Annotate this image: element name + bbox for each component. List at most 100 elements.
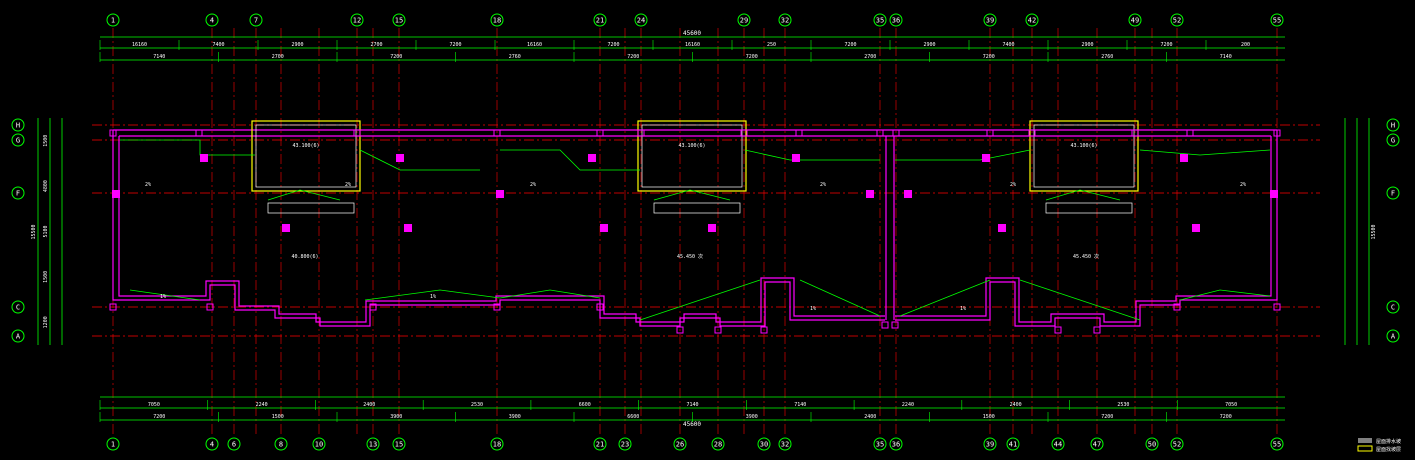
axis-bubble-label: 6: [232, 440, 236, 448]
dimension-value: 7400: [1002, 42, 1014, 48]
left-dimension-chain: 15500: [31, 118, 63, 345]
dimension-value: 7200: [983, 54, 995, 60]
axis-bubble-label: 7: [254, 16, 258, 24]
axis-bubble-label: 18: [493, 16, 501, 24]
room-label-4: 40.800(6): [291, 254, 318, 260]
legend-swatch-yellow: [1357, 445, 1373, 452]
column: [1028, 129, 1036, 137]
slope-label: 1%: [810, 306, 816, 312]
downpipe-markers: [112, 154, 1278, 232]
top-axis-bubble-15: 15: [392, 13, 406, 27]
slope-label: 2%: [1240, 182, 1246, 188]
dimension-value: 2400: [363, 402, 375, 408]
axis-bubble-label: A: [1391, 332, 1396, 340]
axis-bubble-label: 32: [781, 440, 789, 448]
legend-swatch-gray: [1358, 438, 1372, 443]
bottom-axis-bubble-35: 35: [873, 437, 887, 451]
dimension-value: 2530: [471, 402, 483, 408]
room-label-6: 45.450 次: [1073, 253, 1099, 260]
axis-bubble-label: C: [16, 303, 20, 311]
axis-bubble-label: 4: [210, 440, 214, 448]
axis-bubble-label: F: [1391, 189, 1395, 197]
column: [596, 303, 604, 311]
slope-label: 2%: [1010, 182, 1016, 188]
top-axis-bubble-36: 36: [889, 13, 903, 27]
bottom-axis-bubble-55: 55: [1270, 437, 1284, 451]
axis-bubble-label: 8: [279, 440, 283, 448]
column: [1273, 303, 1281, 311]
axis-bubble-label: G: [1391, 136, 1395, 144]
column: [109, 303, 117, 311]
axis-bubble-label: 52: [1173, 440, 1181, 448]
axis-bubble-label: 13: [369, 440, 377, 448]
dimension-value: 16160: [685, 42, 700, 48]
left-axis-bubble-C: C: [11, 300, 25, 314]
column: [195, 129, 203, 137]
dimension-value: 2400: [864, 414, 876, 420]
room-label-3: 43.100(6): [1070, 143, 1097, 149]
slope-label: 2%: [820, 182, 826, 188]
dimension-value: 1500: [272, 414, 284, 420]
slope-label: 2%: [145, 182, 151, 188]
axis-bubble-label: 21: [596, 440, 604, 448]
structural-columns: [109, 129, 1281, 334]
column: [1186, 129, 1194, 137]
dimension-value: 2900: [1081, 42, 1093, 48]
top-axis-bubble-32: 32: [778, 13, 792, 27]
dimension-value: 7200: [746, 54, 758, 60]
bottom-axis-bubble-10: 10: [312, 437, 326, 451]
top-axis-bubble-52: 52: [1170, 13, 1184, 27]
right-dimension-chain: 15500: [1344, 118, 1377, 345]
axis-bubble-label: 49: [1131, 16, 1139, 24]
dimension-value: 2240: [256, 402, 268, 408]
axis-bubble-label: 35: [876, 440, 884, 448]
overall-length-bottom: 45600: [683, 421, 701, 428]
left-dim-value: 4800: [43, 180, 49, 192]
left-axis-bubble-G: G: [11, 133, 25, 147]
room-label-2: 43.100(6): [678, 143, 705, 149]
dimension-value: 2700: [370, 42, 382, 48]
axis-bubble-label: G: [16, 136, 20, 144]
axis-bubble-label: 21: [596, 16, 604, 24]
axis-bubble-label: 44: [1054, 440, 1062, 448]
dimension-value: 1500: [983, 414, 995, 420]
dimension-value: 2760: [1101, 54, 1113, 60]
dimension-value: 7050: [148, 402, 160, 408]
column: [881, 321, 889, 329]
axis-bubble-label: 36: [892, 440, 900, 448]
dimension-value: 200: [1241, 42, 1250, 48]
dimension-value: 3900: [746, 414, 758, 420]
overall-length-top: 45600: [683, 30, 701, 37]
column: [1093, 326, 1101, 334]
bottom-axis-bubble-28: 28: [711, 437, 725, 451]
slope-label: 2%: [345, 182, 351, 188]
right-axis-bubble-H: H: [1386, 118, 1400, 132]
slope-label: 1%: [960, 306, 966, 312]
axis-bubble-label: 42: [1028, 16, 1036, 24]
top-axis-bubble-18: 18: [490, 13, 504, 27]
top-axis-bubble-55: 55: [1270, 13, 1284, 27]
bottom-axis-bubble-41: 41: [1006, 437, 1020, 451]
bottom-axis-bubble-8: 8: [274, 437, 288, 451]
bottom-axis-bubble-44: 44: [1051, 437, 1065, 451]
dimension-value: 7140: [1220, 54, 1232, 60]
axis-bubble-label: 52: [1173, 16, 1181, 24]
top-axis-bubble-39: 39: [983, 13, 997, 27]
dimension-value: 2400: [1010, 402, 1022, 408]
column: [637, 129, 645, 137]
bottom-axis-bubble-6: 6: [227, 437, 241, 451]
dimension-value: 16160: [527, 42, 542, 48]
left-axis-bubble-F: F: [11, 186, 25, 200]
slope-label: 1%: [430, 294, 436, 300]
column: [676, 326, 684, 334]
dimension-value: 7200: [627, 54, 639, 60]
axis-bubble-label: 24: [637, 16, 645, 24]
column: [369, 303, 377, 311]
right-axis-bubble-A: A: [1386, 329, 1400, 343]
left-dim-value: 1500: [43, 271, 49, 283]
column: [493, 303, 501, 311]
axis-bubble-label: A: [16, 332, 21, 340]
